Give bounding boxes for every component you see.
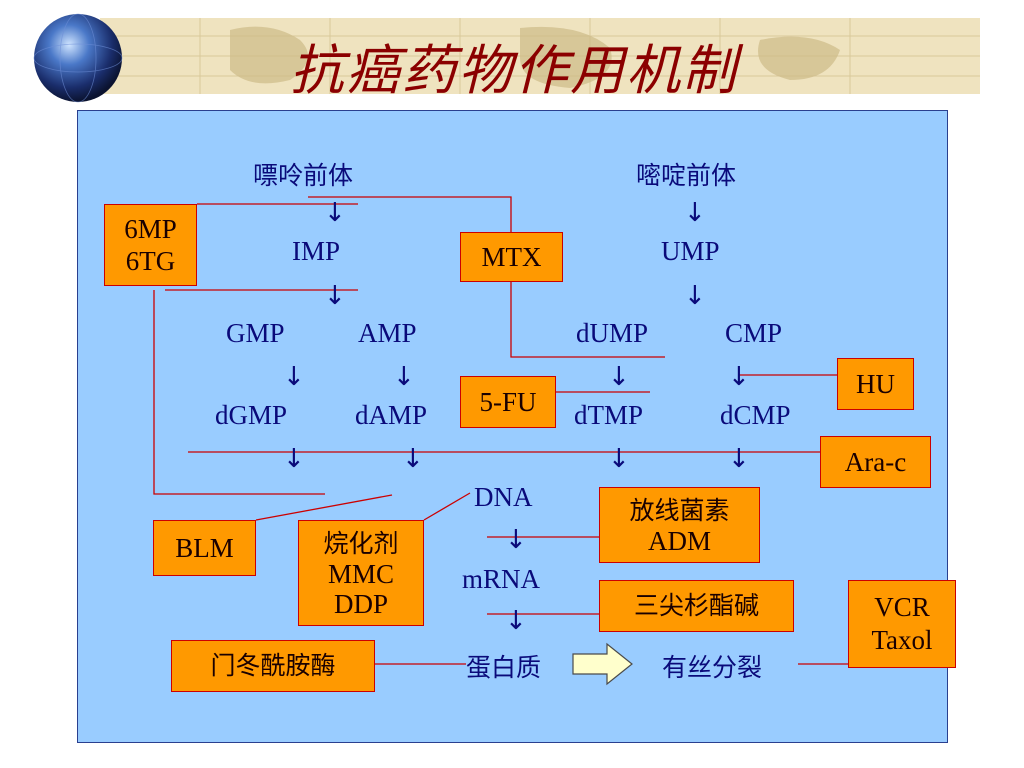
arrow-icon: ↓ bbox=[505, 606, 527, 636]
arrow-icon: ↓ bbox=[608, 362, 630, 392]
node-protein: 蛋白质 bbox=[466, 653, 542, 682]
block-arrow-icon bbox=[572, 642, 633, 686]
drug-label-ddp: DDP bbox=[333, 589, 388, 619]
node-dgmp: dGMP bbox=[215, 400, 288, 430]
node-mrna: mRNA bbox=[462, 564, 541, 594]
arrow-icon: ↓ bbox=[393, 362, 415, 392]
arrow-icon: ↓ bbox=[608, 444, 630, 474]
arrow-icon: ↓ bbox=[728, 444, 750, 474]
drug-label-vcr: VCR bbox=[874, 592, 930, 622]
node-purine-precursor: 嘌呤前体 bbox=[253, 161, 354, 190]
arrow-icon: ↓ bbox=[324, 281, 346, 311]
drug-box-blm: BLM bbox=[153, 520, 256, 576]
node-dump: dUMP bbox=[576, 318, 649, 348]
drug-box-arac: Ara-c bbox=[820, 436, 931, 488]
drug-label-mmc: MMC bbox=[327, 559, 395, 589]
drug-label-actinomycin: 放线菌素 bbox=[629, 496, 730, 525]
drug-box-vcr-taxol: VCR Taxol bbox=[848, 580, 956, 668]
drug-box-actinomycin: 放线菌素 ADM bbox=[599, 487, 760, 563]
arrow-icon: ↓ bbox=[283, 444, 305, 474]
drug-label-taxol: Taxol bbox=[871, 625, 933, 655]
node-pyrimidine-precursor: 嘧啶前体 bbox=[636, 161, 737, 190]
arrow-icon: ↓ bbox=[324, 198, 346, 228]
drug-box-mtx: MTX bbox=[460, 232, 563, 282]
drug-box-6mp-6tg: 6MP 6TG bbox=[104, 204, 197, 286]
drug-label-6mp: 6MP bbox=[124, 214, 177, 244]
arrow-icon: ↓ bbox=[684, 281, 706, 311]
node-amp: AMP bbox=[358, 318, 417, 348]
drug-label-adm: ADM bbox=[647, 526, 711, 556]
drug-label-hu: HU bbox=[856, 369, 895, 399]
drug-box-asparaginase: 门冬酰胺酶 bbox=[171, 640, 375, 692]
node-imp: IMP bbox=[292, 236, 341, 266]
node-dtmp: dTMP bbox=[574, 400, 644, 430]
drug-box-5fu: 5-FU bbox=[460, 376, 556, 428]
arrow-icon: ↓ bbox=[283, 362, 305, 392]
drug-label-6tg: 6TG bbox=[125, 246, 176, 276]
drug-label-mtx: MTX bbox=[481, 242, 542, 272]
drug-label-arac: Ara-c bbox=[844, 447, 907, 477]
node-mitosis: 有丝分裂 bbox=[662, 653, 763, 682]
drug-label-5fu: 5-FU bbox=[479, 387, 537, 417]
arrow-icon: ↓ bbox=[728, 362, 750, 392]
arrow-icon: ↓ bbox=[402, 444, 424, 474]
drug-label-asparaginase: 门冬酰胺酶 bbox=[210, 651, 336, 680]
drug-box-alkylating: 烷化剂 MMC DDP bbox=[298, 520, 424, 626]
title-banner bbox=[33, 13, 980, 103]
node-gmp: GMP bbox=[226, 318, 285, 348]
node-damp: dAMP bbox=[355, 400, 428, 430]
drug-label-homoharringtonine: 三尖杉酯碱 bbox=[633, 591, 759, 620]
drug-box-hu: HU bbox=[837, 358, 914, 410]
arrow-icon: ↓ bbox=[684, 198, 706, 228]
arrow-icon: ↓ bbox=[505, 525, 527, 555]
node-dna: DNA bbox=[474, 482, 533, 512]
globe-icon bbox=[34, 14, 122, 102]
page-title: 抗癌药物作用机制 bbox=[290, 39, 738, 102]
drug-box-homoharringtonine: 三尖杉酯碱 bbox=[599, 580, 794, 632]
drug-label-blm: BLM bbox=[175, 533, 234, 563]
node-ump: UMP bbox=[661, 236, 720, 266]
drug-label-alkylating: 烷化剂 bbox=[323, 529, 399, 558]
node-cmp: CMP bbox=[725, 318, 783, 348]
node-dcmp: dCMP bbox=[720, 400, 791, 430]
